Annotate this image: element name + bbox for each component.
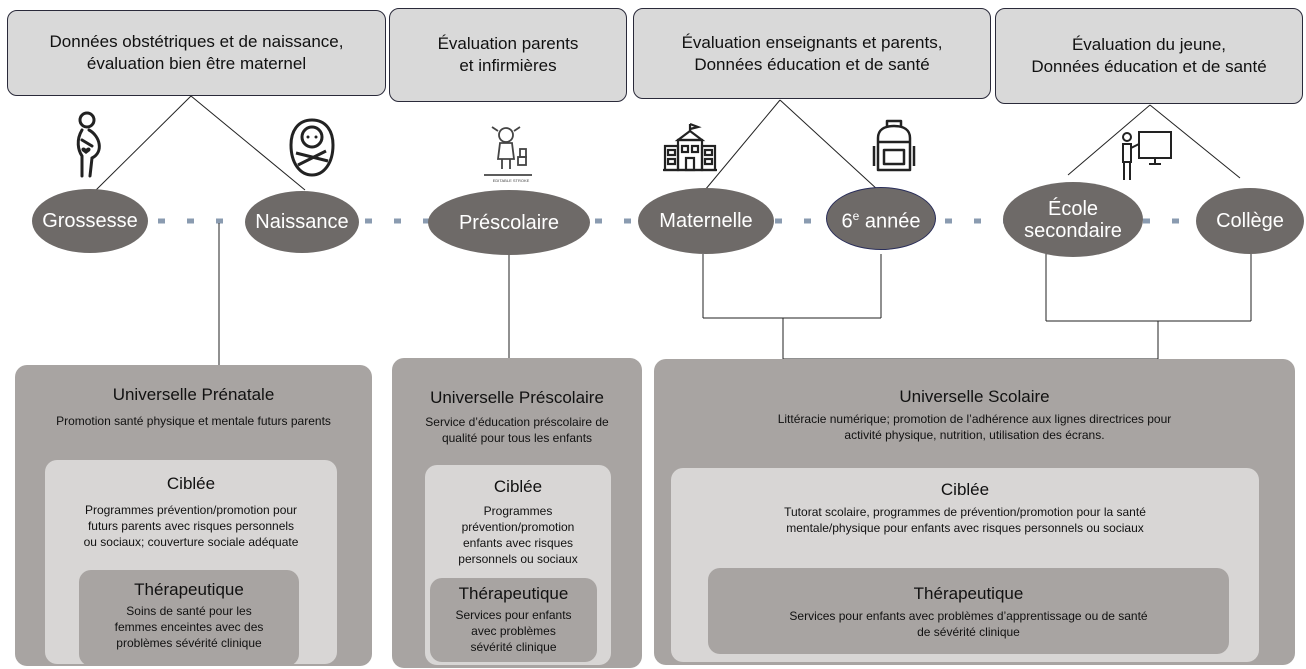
- stage-grossesse: Grossesse: [32, 189, 148, 253]
- targeted-preschool-title: Ciblée: [493, 477, 543, 496]
- panel-targeted-preschool: Ciblée Programmes prévention/promotion e…: [425, 465, 611, 665]
- universal-preschool-title: Universelle Préscolaire: [430, 388, 604, 407]
- therapeutic-school-desc: Services pour enfants avec problèmes d’a…: [789, 609, 1148, 639]
- stage-sixieme-num: 6: [841, 210, 853, 233]
- child-with-toys-icon: [484, 126, 532, 176]
- school-building-icon: [663, 122, 717, 172]
- icon-caption: EDITABLE STROKE: [492, 178, 530, 183]
- panel-universal-prenatal: Universelle Prénatale Promotion santé ph…: [15, 365, 372, 666]
- teacher-at-board-icon: [1122, 131, 1172, 180]
- swaddled-baby-icon: [289, 118, 335, 177]
- assessment-label-parents-nurses: Évaluation parents et infirmières: [437, 34, 579, 75]
- universal-school-desc: Littéracie numérique; promotion de l’adh…: [777, 412, 1172, 442]
- stage-sixieme-sup: e: [852, 208, 860, 223]
- backpack-icon: [872, 119, 916, 172]
- therapeutic-preschool-desc: Services pour enfants avec problèmes sév…: [455, 608, 572, 654]
- stage-college: Collège: [1196, 188, 1304, 254]
- therapeutic-prenatal-desc: Soins de santé pour les femmes enceintes…: [114, 604, 264, 650]
- assessment-box-obstetric: Données obstétriques et de naissance, év…: [7, 10, 386, 96]
- roof-line-left-3: [704, 99, 781, 191]
- therapeutic-school-title: Thérapeutique: [913, 584, 1024, 603]
- stage-maternelle: Maternelle: [638, 188, 774, 254]
- panel-targeted-prenatal: Ciblée Programmes prévention/promotion p…: [45, 460, 337, 666]
- targeted-prenatal-title: Ciblée: [166, 474, 216, 493]
- therapeutic-preschool-title: Thérapeutique: [458, 584, 569, 603]
- assessment-box-teachers-parents: Évaluation enseignants et parents, Donné…: [633, 8, 991, 99]
- roof-line-left-1: [95, 95, 192, 191]
- assessment-label-youth: Évaluation du jeune, Données éducation e…: [1031, 35, 1267, 76]
- stage-sixieme-word: année: [859, 210, 921, 233]
- stage-naissance: Naissance: [245, 191, 359, 253]
- panel-therapeutic-preschool: Thérapeutique Services pour enfants avec…: [430, 578, 597, 662]
- targeted-prenatal-desc: Programmes prévention/promotion pour fut…: [83, 503, 299, 549]
- panel-universal-school: Universelle Scolaire Littéracie numériqu…: [654, 359, 1295, 665]
- targeted-school-title: Ciblée: [940, 480, 990, 499]
- universal-school-title: Universelle Scolaire: [899, 387, 1050, 406]
- pregnant-woman-icon: [76, 111, 101, 178]
- assessment-label-obstetric: Données obstétriques et de naissance, év…: [49, 32, 344, 73]
- roof-line-left-4: [1067, 104, 1151, 176]
- stage-sixieme-annee: 6e année: [826, 187, 936, 250]
- targeted-school-desc: Tutorat scolaire, programmes de préventi…: [784, 505, 1146, 535]
- panel-universal-preschool: Universelle Préscolaire Service d’éducat…: [392, 358, 642, 668]
- assessment-box-parents-nurses: Évaluation parents et infirmières: [389, 8, 627, 102]
- panel-therapeutic-school: Thérapeutique Services pour enfants avec…: [708, 568, 1229, 654]
- universal-preschool-desc: Service d’éducation préscolaire de quali…: [425, 415, 609, 445]
- therapeutic-prenatal-title: Thérapeutique: [134, 580, 244, 599]
- assessment-box-youth: Évaluation du jeune, Données éducation e…: [995, 8, 1303, 104]
- panel-targeted-school: Ciblée Tutorat scolaire, programmes de p…: [671, 468, 1259, 662]
- universal-prenatal-desc: Promotion santé physique et mentale futu…: [56, 414, 331, 428]
- roof-line-right-4: [1149, 104, 1241, 179]
- roof-line-right-3: [779, 99, 879, 191]
- roof-line-right-1: [190, 95, 306, 191]
- targeted-preschool-desc: Programmes prévention/promotion enfants …: [458, 504, 578, 566]
- assessment-label-teachers-parents: Évaluation enseignants et parents, Donné…: [681, 32, 943, 74]
- stage-prescolaire: Préscolaire: [428, 190, 590, 255]
- universal-prenatal-title: Universelle Prénatale: [112, 385, 275, 404]
- stage-ecole-secondaire: École secondaire: [1003, 182, 1143, 257]
- panel-therapeutic-prenatal: Thérapeutique Soins de santé pour les fe…: [79, 570, 299, 666]
